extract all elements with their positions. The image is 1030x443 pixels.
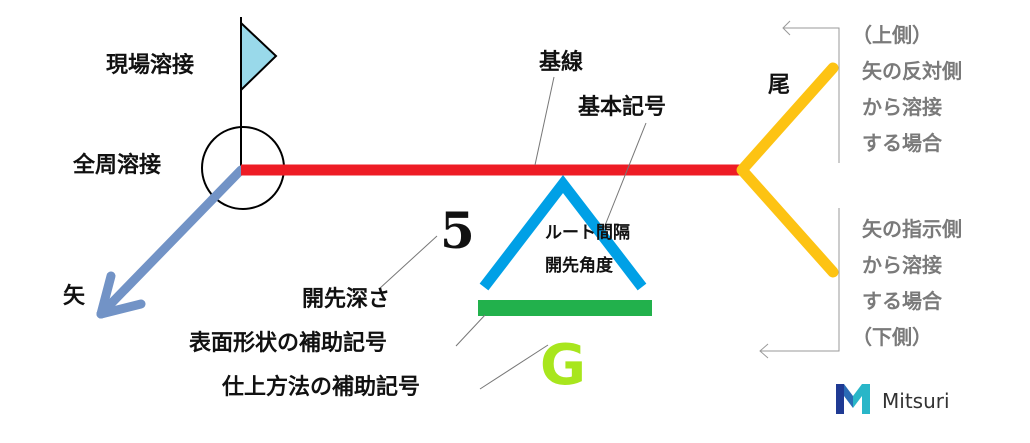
field-weld-label: 現場溶接: [106, 52, 194, 78]
arrow-side-note: 矢の指示側 から溶接 する場合 （下側）: [852, 217, 962, 349]
basic-symbol-label: 基本記号: [578, 94, 666, 120]
bracket-other-arrowhead: [782, 20, 791, 36]
other-side-line: から溶接: [862, 95, 942, 119]
leader-basic: [599, 122, 647, 239]
mitsuri-logo[interactable]: Mitsuri: [836, 384, 950, 414]
leader-surface: [455, 314, 486, 347]
leader-finish: [479, 344, 549, 390]
surface-contour-bar: [478, 300, 652, 316]
arrow-side-line: （下側）: [852, 325, 932, 349]
other-side-note: （上側） 矢の反対側 から溶接 する場合: [852, 23, 962, 155]
tail-symbol: [736, 62, 839, 278]
tail-label: 尾: [768, 73, 790, 98]
reference-line-label: 基線: [539, 49, 583, 75]
arrow-label: 矢: [63, 283, 86, 309]
surface-contour-label: 表面形状の補助記号: [189, 330, 387, 356]
groove-symbol: [479, 174, 647, 291]
groove-angle-label: 開先角度: [545, 255, 614, 276]
other-side-line: する場合: [862, 131, 943, 155]
leader-depth: [378, 235, 438, 290]
root-gap-label: ルート間隔: [545, 223, 630, 243]
groove-depth-label: 開先深さ: [302, 287, 390, 312]
arrow-side-line: する場合: [862, 289, 943, 313]
brand-name: Mitsuri: [882, 389, 950, 413]
bracket-arrow-side: [760, 208, 840, 352]
depth-value: 5: [440, 201, 475, 260]
arrow-side-line: 矢の指示側: [862, 217, 962, 241]
leader-reference: [534, 76, 555, 166]
mitsuri-logo-icon: [836, 384, 870, 414]
arrow-side-line: から溶接: [862, 253, 942, 277]
other-side-line: （上側）: [852, 23, 932, 47]
arrow-line: [96, 165, 246, 319]
bracket-other-side: [783, 27, 840, 163]
finish-method-label: 仕上方法の補助記号: [221, 374, 420, 400]
field-weld-flag: [240, 20, 278, 93]
all-around-label: 全周溶接: [72, 152, 161, 178]
bracket-arrow-arrowhead: [759, 343, 769, 359]
finish-symbol: G: [540, 333, 586, 398]
other-side-line: 矢の反対側: [862, 59, 962, 83]
